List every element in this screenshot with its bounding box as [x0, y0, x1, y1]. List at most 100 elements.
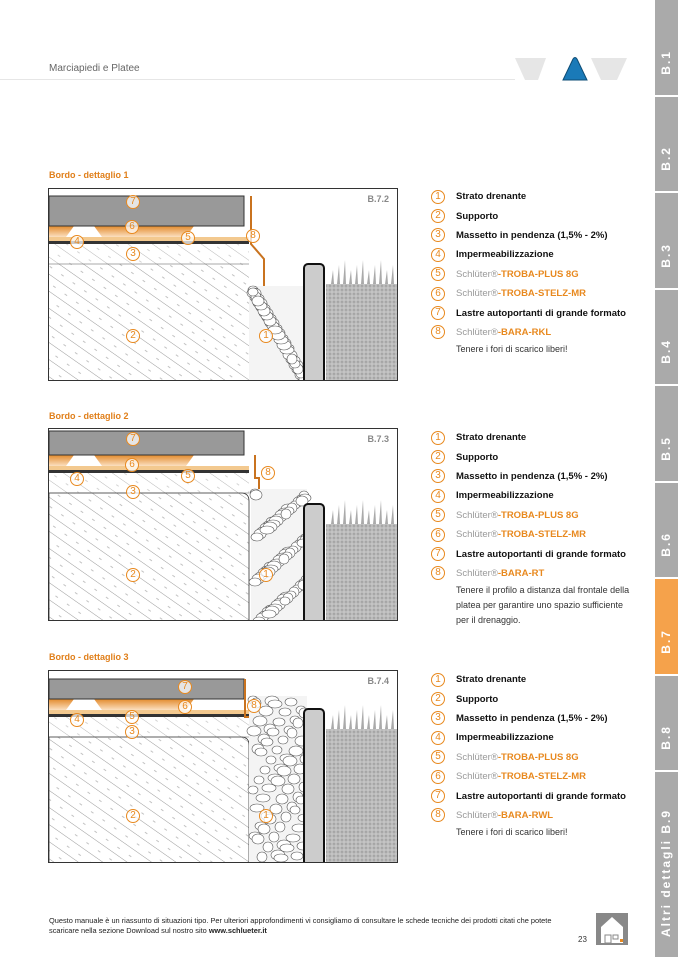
- section-title: Marciapiedi e Platee: [49, 63, 140, 74]
- pebble: [295, 495, 309, 507]
- support-layer: [49, 264, 249, 380]
- waterproofing-layer: [49, 470, 249, 473]
- side-tab-label: B.7: [659, 628, 673, 654]
- side-tab-label: B.6: [659, 532, 673, 557]
- legend-text: Lastre autoportanti di grande formato: [456, 307, 626, 319]
- legend-brand: Schlüter®: [456, 567, 498, 579]
- side-tab[interactable]: B.6: [655, 482, 678, 579]
- side-tab[interactable]: B.8: [655, 675, 678, 772]
- legend-note: Tenere i fori di scarico liberi!: [456, 344, 568, 355]
- pebble: [247, 785, 259, 795]
- pebble: [282, 755, 298, 767]
- chapter-nav-icon[interactable]: [513, 56, 631, 82]
- pedestal: [94, 455, 194, 466]
- side-tab[interactable]: Altri dettagli B.9: [655, 772, 678, 959]
- pebble: [288, 745, 304, 757]
- callout-3: 3: [126, 247, 140, 261]
- pedestal: [49, 226, 74, 237]
- slab: [49, 678, 245, 700]
- callout-2: 2: [126, 809, 140, 823]
- grass-blade: [367, 510, 370, 524]
- side-tab-label: B.4: [659, 339, 673, 364]
- soil: [326, 729, 397, 862]
- pebble: [265, 755, 277, 765]
- callout-7: 7: [178, 680, 192, 694]
- pebble: [271, 745, 283, 755]
- legend-item: 3 Massetto in pendenza (1,5% - 2%): [430, 226, 650, 245]
- pebble: [273, 853, 289, 862]
- pebble: [286, 353, 298, 365]
- pebble: [280, 811, 292, 823]
- drawing-code: B.7.2: [367, 194, 389, 204]
- side-tab[interactable]: B.4: [655, 289, 678, 386]
- grass-blade: [349, 715, 352, 729]
- home-icon[interactable]: [596, 913, 628, 945]
- legend-number: 7: [431, 547, 445, 562]
- side-tab[interactable]: B.3: [655, 193, 678, 290]
- pebble: [261, 609, 277, 619]
- callout-1: 1: [259, 809, 273, 823]
- legend-text: Massetto in pendenza (1,5% - 2%): [456, 229, 608, 241]
- grass-blade: [349, 270, 352, 284]
- legend-brand: Schlüter®: [456, 809, 498, 821]
- waterproofing-layer: [49, 241, 249, 244]
- legend-number: 4: [431, 730, 445, 745]
- footer-note: Questo manuale è un riassunto di situazi…: [49, 916, 552, 935]
- legend-number: 6: [431, 527, 445, 542]
- legend-number: 7: [431, 789, 445, 804]
- pebble: [258, 705, 274, 717]
- side-tab[interactable]: B.5: [655, 386, 678, 483]
- side-tab[interactable]: B.1: [655, 0, 678, 97]
- grass-blade: [361, 260, 364, 284]
- side-tab-label: B.8: [659, 725, 673, 750]
- legend-brand: Schlüter®: [456, 751, 498, 763]
- callout-5: 5: [125, 710, 139, 724]
- website-link[interactable]: www.schlueter.it: [208, 926, 267, 935]
- grass-blade: [361, 705, 364, 729]
- pebble: [259, 765, 271, 775]
- detail-title: Bordo - dettaglio 1: [49, 170, 129, 180]
- legend-product: -TROBA-PLUS 8G: [497, 751, 579, 763]
- legend-number: 5: [431, 750, 445, 765]
- pebble: [253, 775, 265, 785]
- pebble: [277, 735, 289, 745]
- grass-blade: [361, 500, 364, 524]
- callout-8: 8: [246, 229, 260, 243]
- grass-blade: [379, 260, 382, 284]
- callout-5: 5: [181, 231, 195, 245]
- side-tab[interactable]: B.7: [655, 579, 678, 676]
- page-number: 23: [578, 935, 587, 944]
- legend-number: 3: [431, 228, 445, 243]
- grass-blade: [355, 710, 358, 729]
- side-tab-label: B.3: [659, 242, 673, 268]
- pedestal: [94, 226, 194, 237]
- soil: [326, 284, 397, 380]
- grass-blade: [343, 705, 346, 729]
- legend-number: 5: [431, 508, 445, 523]
- grass-blade: [373, 265, 376, 284]
- pebble: [279, 596, 291, 606]
- pebble: [260, 737, 274, 747]
- grass-blade: [343, 260, 346, 284]
- side-tab-label: B.5: [659, 435, 673, 461]
- pebble: [246, 725, 262, 737]
- callout-4: 4: [70, 235, 84, 249]
- waterproofing-layer: [49, 714, 249, 717]
- pebble: [280, 508, 292, 520]
- callout-5: 5: [181, 469, 195, 483]
- legend-text: Strato drenante: [456, 674, 527, 686]
- side-tab[interactable]: B.2: [655, 96, 678, 193]
- header-divider: [0, 79, 515, 80]
- legend-number: 2: [431, 692, 445, 707]
- legend-number: 5: [431, 267, 445, 282]
